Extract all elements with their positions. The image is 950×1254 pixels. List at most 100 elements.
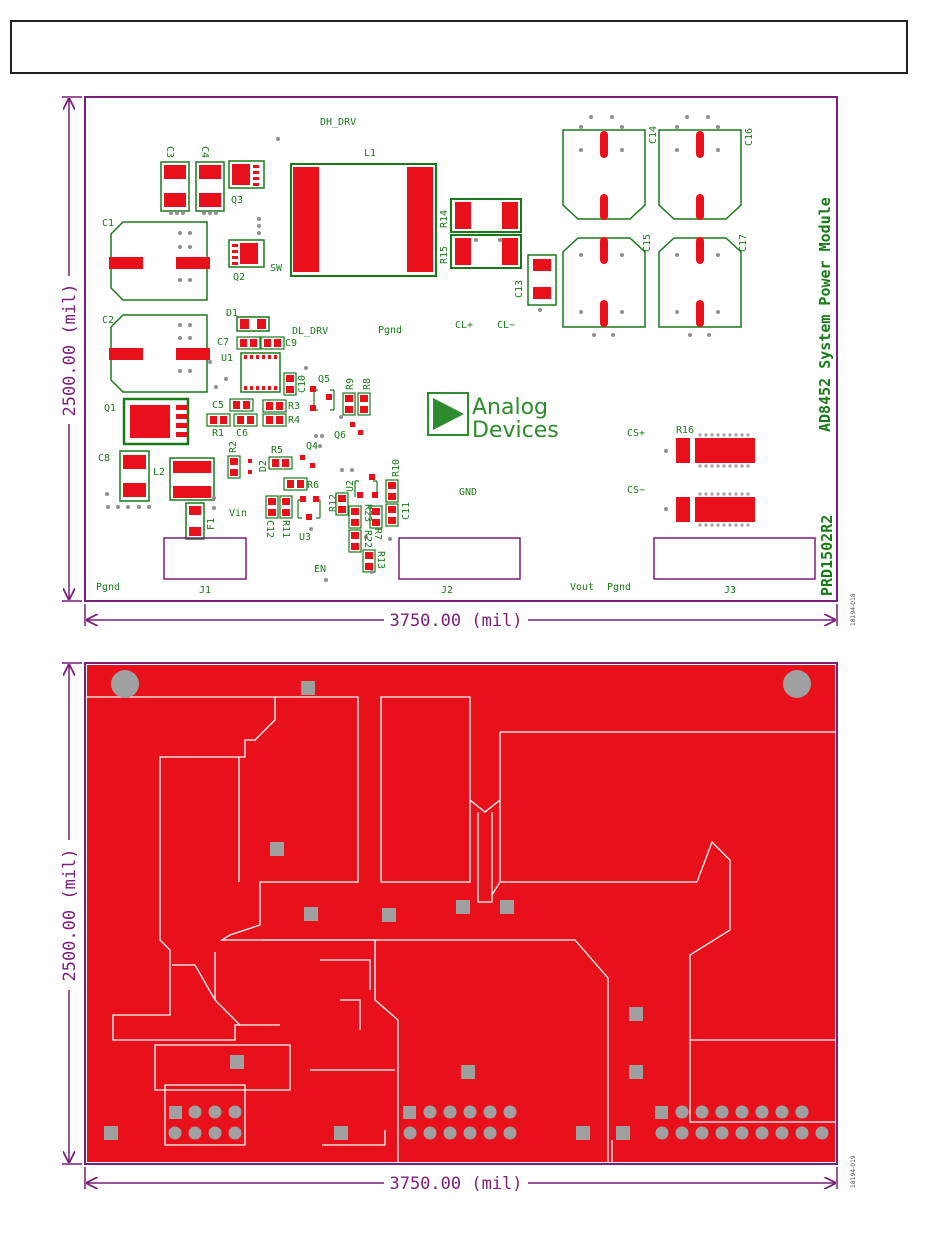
q6-pad (350, 422, 355, 427)
resistor-r16 (676, 438, 755, 522)
capacitor-c7 (236, 336, 261, 350)
connector-label-j3: J3 (724, 585, 736, 596)
resistor-r8 (357, 392, 371, 416)
top-width-dimension: 3750.00 (mil) (84, 604, 838, 631)
top-height-dimension: 2500.00 (mil) (60, 96, 82, 602)
top-figure-id: 18194-018 (850, 593, 857, 626)
resistor-r14 (450, 198, 522, 233)
refdes-c17: C17 (738, 234, 749, 252)
board-revision: PRD1502R2 (818, 515, 836, 596)
refdes-c3: C3 (164, 146, 175, 158)
resistor-r23 (348, 505, 362, 529)
refdes-u2: U2 (345, 480, 356, 492)
resistor-r2 (227, 455, 241, 479)
mosfet-q3 (228, 160, 265, 189)
net-label-dl-drv: DL_DRV (292, 326, 328, 337)
refdes-c12: C12 (264, 520, 275, 538)
inductor-l2 (169, 457, 215, 501)
refdes-u1: U1 (221, 353, 233, 364)
net-label-cl-minus: CL− (497, 320, 515, 331)
fuse-f1 (185, 502, 205, 540)
resistor-r7 (369, 505, 383, 529)
refdes-r12: R12 (328, 494, 339, 512)
transistor-q5 (310, 386, 335, 411)
top-layer-view: Analog Devices (60, 96, 857, 631)
refdes-q6: Q6 (334, 430, 346, 441)
refdes-r14: R14 (439, 210, 450, 228)
capacitor-c3 (160, 161, 190, 212)
net-label-sw: SW (270, 263, 283, 274)
refdes-q5: Q5 (318, 374, 330, 385)
ic-u2 (354, 474, 378, 498)
refdes-r10: R10 (391, 459, 402, 477)
via-cluster (105, 115, 720, 582)
refdes-l1: L1 (364, 148, 376, 159)
ic-u1 (240, 352, 281, 393)
net-label-dh-drv: DH_DRV (320, 117, 356, 128)
refdes-c10: C10 (297, 375, 308, 393)
refdes-c9: C9 (285, 338, 297, 349)
refdes-q1: Q1 (104, 403, 116, 414)
refdes-r7: R7 (372, 528, 383, 540)
refdes-r23: R23 (362, 504, 373, 522)
refdes-r15: R15 (439, 246, 450, 264)
mosfet-q1 (122, 397, 190, 446)
resistor-r22 (348, 529, 362, 553)
connector-j1-pins (168, 1105, 242, 1140)
refdes-r16: R16 (676, 425, 694, 436)
header-box (10, 20, 908, 74)
bottom-width-dimension: 3750.00 (mil) (84, 1167, 838, 1194)
refdes-r6: R6 (307, 480, 319, 491)
net-label-vout: Vout (570, 582, 594, 593)
capacitor-c16 (658, 129, 742, 220)
q6-pad (358, 430, 363, 435)
connector-j3-pins (655, 1105, 829, 1140)
refdes-r5: R5 (271, 445, 283, 456)
refdes-c7: C7 (217, 337, 229, 348)
r16-via-row (698, 433, 750, 527)
bottom-layer-view: 3750.00 (mil) 2500.00 (mil) 18194-019 (60, 662, 857, 1194)
net-label-cs-plus: CS+ (627, 428, 645, 439)
capacitor-c5 (229, 398, 254, 412)
q4-pad (300, 455, 305, 460)
refdes-r8: R8 (362, 378, 373, 390)
resistor-r6 (283, 477, 308, 491)
resistor-r5 (268, 456, 293, 470)
square-vias (104, 681, 643, 1140)
capacitor-c2 (109, 314, 210, 393)
mounting-hole (783, 670, 811, 698)
capacitor-c17 (658, 237, 742, 328)
resistor-r12 (335, 492, 349, 516)
resistor-r10 (385, 479, 399, 503)
net-label-cs-minus: CS− (627, 485, 645, 496)
q4-pad (310, 463, 315, 468)
logo-word-devices: Devices (472, 418, 559, 443)
refdes-c15: C15 (642, 234, 653, 252)
resistor-r11 (279, 495, 293, 519)
refdes-r2: R2 (228, 441, 239, 453)
top-width-label: 3750.00 (mil) (389, 611, 522, 631)
capacitor-c12 (265, 495, 279, 519)
resistor-r3 (262, 399, 287, 413)
capacitor-c9 (260, 336, 285, 350)
net-label-en: EN (314, 564, 326, 575)
analog-devices-logo: Analog Devices (427, 392, 559, 443)
refdes-f1: F1 (206, 518, 217, 530)
refdes-q2: Q2 (233, 272, 245, 283)
net-label-pgnd: Pgnd (378, 325, 402, 336)
refdes-c2: C2 (102, 315, 114, 326)
refdes-r3: R3 (288, 401, 300, 412)
refdes-u3: U3 (299, 532, 311, 543)
bottom-figure-id: 18194-019 (850, 1155, 857, 1188)
ic-u3 (297, 496, 321, 520)
d2-pad (248, 470, 252, 474)
refdes-c8: C8 (98, 453, 110, 464)
refdes-c16: C16 (744, 128, 755, 146)
capacitor-c11 (385, 503, 399, 527)
capacitor-c10 (283, 372, 297, 396)
refdes-r22: R22 (362, 530, 373, 548)
refdes-c5: C5 (212, 400, 224, 411)
d2-pad (248, 459, 252, 463)
resistor-r9 (342, 392, 356, 416)
